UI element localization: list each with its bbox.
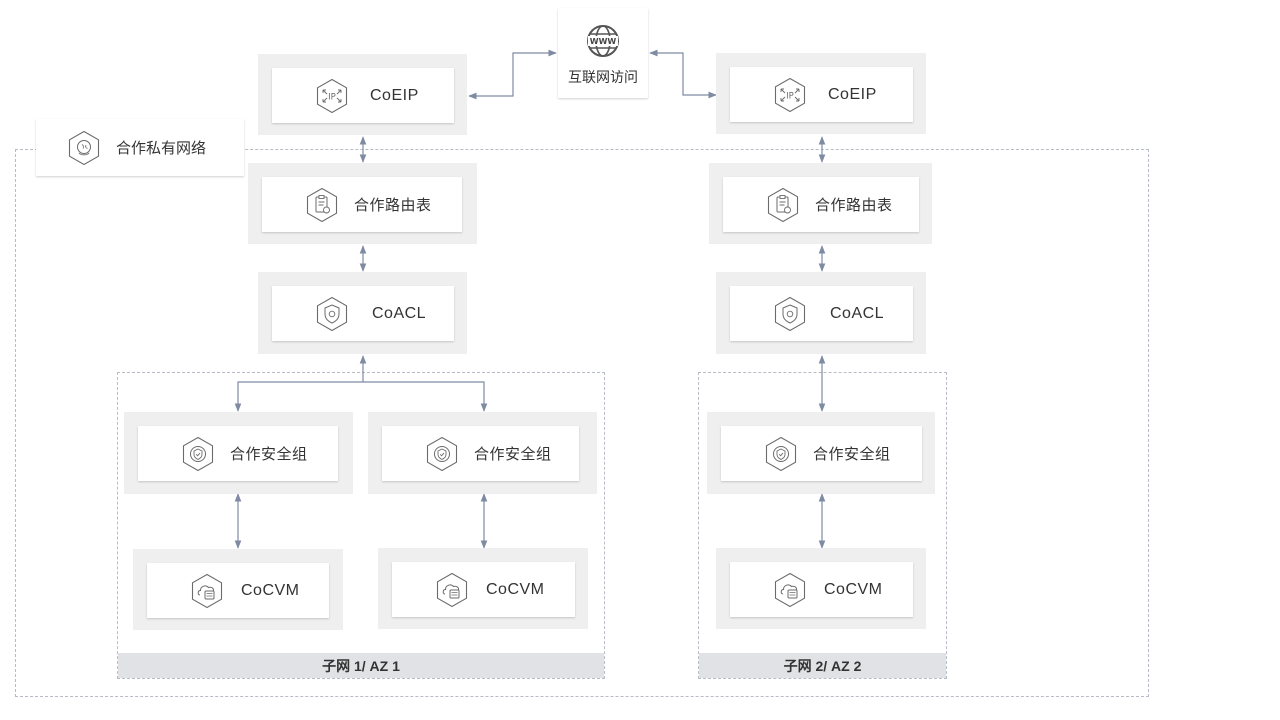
subnet-1-region [117, 372, 605, 679]
left-sg1-card: 合作安全组 [138, 426, 338, 481]
right-acl-card: CoACL [730, 286, 913, 341]
left-sg2-card: 合作安全组 [382, 426, 579, 481]
ip-icon [314, 78, 350, 114]
right-cvm-card: CoCVM [730, 562, 913, 617]
www-globe-icon [585, 23, 621, 59]
left-eip-card: CoEIP [272, 68, 454, 123]
cloud-server-icon [189, 573, 225, 609]
right-eip-label: CoEIP [828, 85, 877, 103]
right-cvm-label: CoCVM [824, 580, 883, 598]
cloud-server-icon [772, 572, 808, 608]
security-group-icon [763, 436, 799, 472]
route-table-icon [765, 187, 801, 223]
security-group-icon [180, 436, 216, 472]
subnet-2-label: 子网 2/ AZ 2 [699, 653, 946, 678]
vpc-region [15, 149, 1149, 697]
network-icon [66, 130, 102, 166]
acl-shield-icon [772, 296, 808, 332]
left-eip-label: CoEIP [370, 86, 419, 104]
subnet-1-label: 子网 1/ AZ 1 [118, 653, 604, 678]
left-acl-card: CoACL [272, 286, 454, 341]
right-acl-label: CoACL [830, 304, 885, 322]
left-cvm1-card: CoCVM [147, 563, 329, 618]
right-route-table-label: 合作路由表 [815, 197, 893, 214]
left-cvm2-card: CoCVM [392, 562, 575, 617]
left-cvm2-label: CoCVM [486, 580, 545, 598]
right-route-table-card: 合作路由表 [723, 177, 919, 232]
ip-icon [772, 77, 808, 113]
internet-access-label: 互联网访问 [568, 69, 638, 85]
right-eip-card: CoEIP [730, 67, 913, 122]
vpc-label: 合作私有网络 [116, 140, 207, 157]
internet-access-node: 互联网访问 [558, 8, 648, 98]
left-cvm1-label: CoCVM [241, 581, 300, 599]
acl-shield-icon [314, 296, 350, 332]
security-group-icon [424, 436, 460, 472]
left-route-table-card: 合作路由表 [262, 177, 462, 232]
left-acl-label: CoACL [372, 304, 427, 322]
route-table-icon [304, 187, 340, 223]
left-sg2-label: 合作安全组 [474, 446, 552, 463]
left-route-table-label: 合作路由表 [354, 197, 432, 214]
cloud-server-icon [434, 572, 470, 608]
vpc-node: 合作私有网络 [36, 119, 244, 176]
right-sg-card: 合作安全组 [721, 426, 922, 481]
right-sg-label: 合作安全组 [813, 446, 891, 463]
left-sg1-label: 合作安全组 [230, 446, 308, 463]
